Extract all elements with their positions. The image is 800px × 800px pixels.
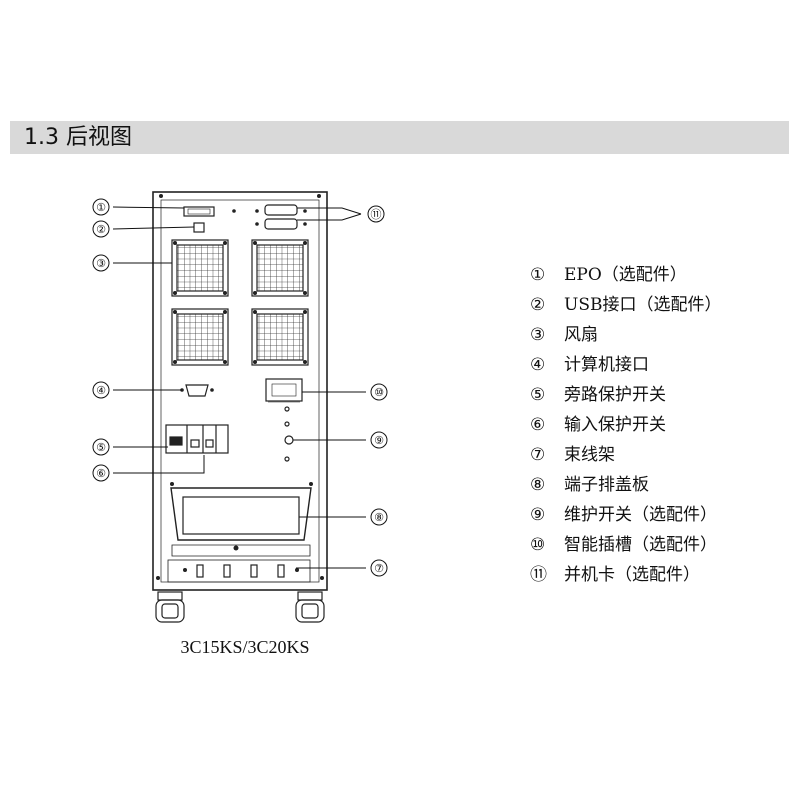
legend-text: USB接口（选配件） [564, 295, 722, 315]
callout-10: ⑩ [374, 386, 384, 399]
legend-item: ⑤ 旁路保护开关 [530, 380, 721, 410]
parallel-card-port-1 [264, 204, 298, 216]
bypass-input-breakers [165, 424, 229, 454]
fan-top-right [251, 239, 309, 297]
callout-4: ④ [96, 384, 106, 397]
legend-number: ⑨ [530, 505, 546, 525]
callout-11: ⑪ [371, 208, 382, 221]
legend-number: ⑤ [530, 385, 546, 405]
legend-text: 旁路保护开关 [564, 385, 666, 405]
fan-bottom-left [171, 308, 229, 366]
legend-number: ③ [530, 325, 546, 345]
intelligent-slot [265, 378, 303, 402]
callout-8: ⑧ [374, 511, 384, 524]
leader-1 [112, 206, 185, 209]
leader-11 [297, 207, 362, 215]
legend-item: ⑪ 并机卡（选配件） [530, 560, 721, 590]
callout-1: ① [96, 201, 106, 214]
leader-2 [112, 226, 195, 230]
legend-item: ⑩ 智能插槽（选配件） [530, 530, 721, 560]
callout-9: ⑨ [374, 434, 384, 447]
legend-item: ⑥ 输入保护开关 [530, 410, 721, 440]
legend-item: ⑧ 端子排盖板 [530, 470, 721, 500]
legend-text: 并机卡（选配件） [564, 565, 700, 585]
fan-bottom-right [251, 308, 309, 366]
legend-text: 计算机接口 [564, 355, 649, 375]
parallel-card-port-2 [264, 218, 298, 230]
epo-port [183, 206, 215, 217]
legend-text: EPO（选配件） [564, 265, 687, 285]
legend-item: ① EPO（选配件） [530, 260, 721, 290]
cable-rack [167, 559, 311, 583]
legend-text: 风扇 [564, 325, 598, 345]
cabinet-body [152, 191, 328, 591]
callout-2: ② [96, 223, 106, 236]
caster-right [295, 591, 325, 623]
legend-number: ⑧ [530, 475, 546, 495]
usb-port [193, 222, 205, 233]
callout-5: ⑤ [96, 441, 106, 454]
callout-3: ③ [96, 257, 106, 270]
callout-6: ⑥ [96, 467, 106, 480]
caster-left [155, 591, 185, 623]
legend-text: 输入保护开关 [564, 415, 666, 435]
leader-6 [113, 455, 205, 474]
callout-7: ⑦ [374, 562, 384, 575]
legend-number: ④ [530, 355, 546, 375]
legend-item: ③ 风扇 [530, 320, 721, 350]
legend-number: ⑪ [530, 565, 547, 585]
legend-item: ⑨ 维护开关（选配件） [530, 500, 721, 530]
legend-item: ⑦ 束线架 [530, 440, 721, 470]
legend-number: ① [530, 265, 546, 285]
legend-text: 维护开关（选配件） [564, 505, 717, 525]
computer-interface-port [185, 384, 209, 397]
legend-text: 端子排盖板 [564, 475, 649, 495]
legend-number: ⑥ [530, 415, 546, 435]
legend-number: ⑦ [530, 445, 546, 465]
legend-item: ② USB接口（选配件） [530, 290, 721, 320]
fan-top-left [171, 239, 229, 297]
legend-text: 智能插槽（选配件） [564, 535, 717, 555]
terminal-block-cover [170, 487, 312, 541]
legend-number: ⑩ [530, 535, 546, 555]
section-header-bar: 1.3 后视图 [10, 121, 789, 154]
model-label: 3C15KS/3C20KS [180, 637, 310, 657]
component-legend: ① EPO（选配件） ② USB接口（选配件） ③ 风扇 ④ 计算机接口 ⑤ 旁路保护开关… [530, 260, 721, 590]
legend-text: 束线架 [564, 445, 615, 465]
legend-number: ② [530, 295, 546, 315]
legend-item: ④ 计算机接口 [530, 350, 721, 380]
section-title: 1.3 后视图 [24, 125, 132, 150]
maintenance-switch [284, 435, 294, 445]
